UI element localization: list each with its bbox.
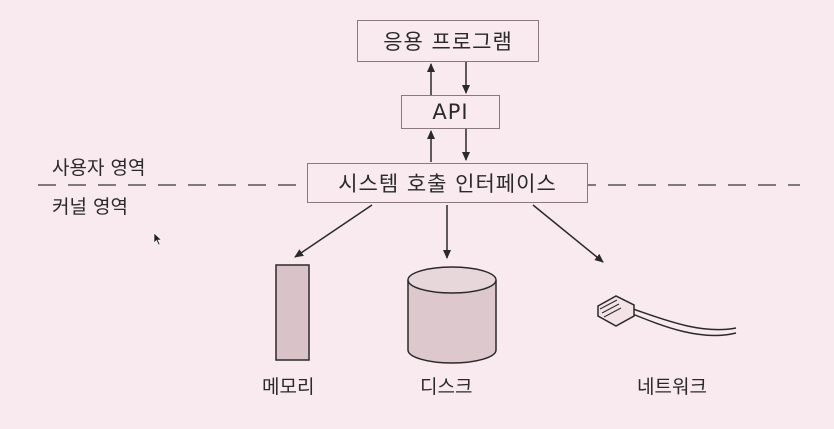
- application-label: 응용 프로그램: [383, 30, 513, 54]
- mouse-cursor-icon: [153, 232, 163, 246]
- user-region-label: 사용자 영역: [52, 157, 146, 179]
- arrow-to-memory: [294, 204, 373, 258]
- api-label: API: [432, 100, 469, 124]
- network-cable-icon: [597, 295, 737, 337]
- disk-cylinder: [407, 266, 497, 364]
- syscall-interface-label: 시스템 호출 인터페이스: [338, 172, 557, 196]
- arrow-to-network: [532, 204, 604, 263]
- api-box: API: [401, 95, 500, 129]
- application-box: 응용 프로그램: [357, 20, 539, 62]
- memory-label: 메모리: [262, 376, 315, 398]
- disk-label: 디스크: [420, 376, 473, 398]
- kernel-region-label: 커널 영역: [52, 196, 128, 218]
- syscall-interface-box: 시스템 호출 인터페이스: [307, 163, 588, 203]
- memory-block: [275, 264, 310, 361]
- network-label: 네트워크: [637, 376, 707, 398]
